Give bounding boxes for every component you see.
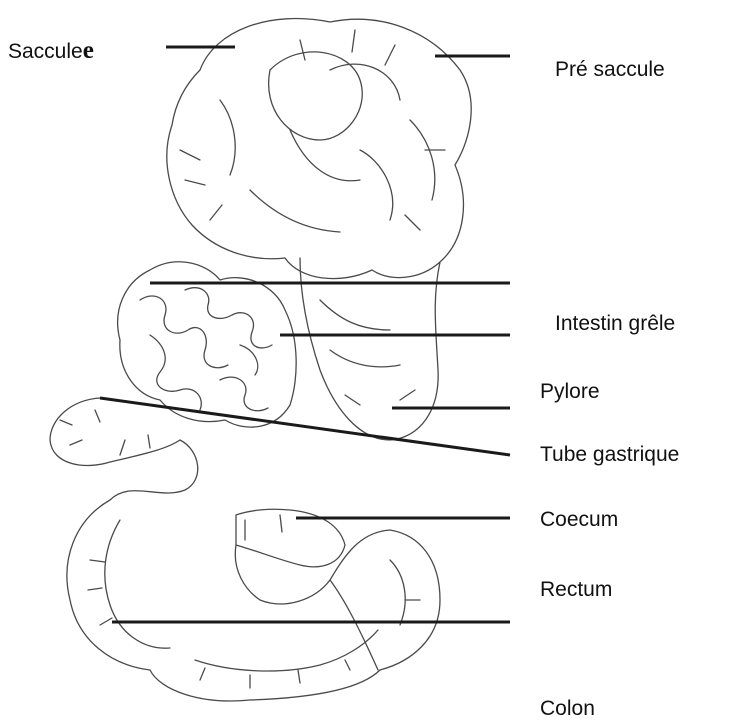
label-rectum: Rectum [540, 578, 612, 602]
label-pre-saccule: Pré saccule [555, 58, 665, 82]
label-saccule-main: Saccule [8, 40, 83, 63]
label-saccule-tail: e [83, 37, 94, 64]
rectum-shape [330, 580, 378, 670]
label-intestin-grele: Intestin grêle [555, 312, 675, 336]
colon-shape [67, 440, 440, 701]
saccule-shape [167, 19, 471, 279]
label-saccule: Sacculee [8, 37, 94, 65]
label-tube-gastrique: Tube gastrique [540, 443, 679, 467]
pre-saccule-shape [300, 258, 440, 440]
label-colon: Colon [540, 697, 595, 721]
tube-gastrique-shape [50, 398, 180, 466]
label-coecum: Coecum [540, 508, 618, 532]
label-pylore: Pylore [540, 380, 600, 404]
